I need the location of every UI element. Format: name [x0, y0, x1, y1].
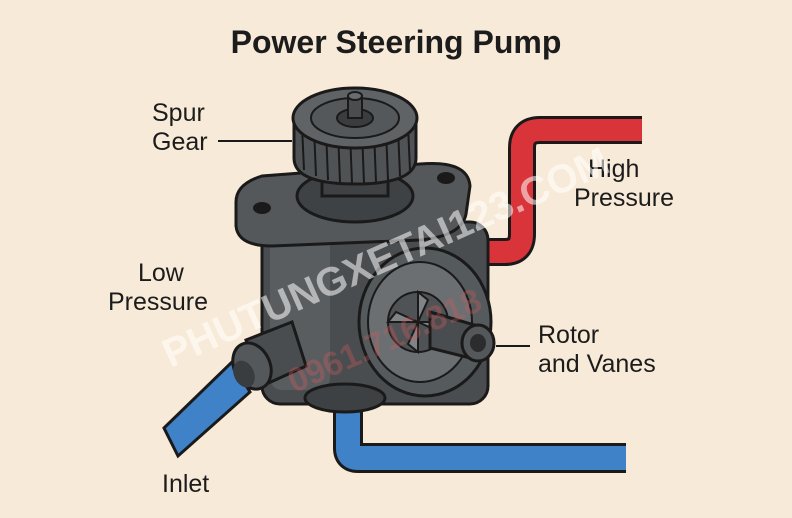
low-pressure-label-line-2: Pressure — [108, 288, 209, 316]
rotor-housing — [357, 246, 496, 398]
inlet-label: Inlet — [162, 470, 210, 498]
high-pressure-label-line-1: High — [588, 155, 640, 183]
spur-gear-label-line-1: Spur — [152, 99, 205, 127]
spur-gear-label: Spur Gear — [152, 99, 208, 157]
page-title: Power Steering Pump — [230, 24, 562, 60]
inlet-fitting — [231, 320, 308, 391]
rotor-vanes-label-line-1: Rotor — [538, 321, 600, 349]
high-pressure-label-line-2: Pressure — [574, 184, 675, 212]
spur-gear-label-line-2: Gear — [152, 128, 208, 156]
inlet-hose — [162, 359, 252, 459]
low-pressure-label: Low Pressure — [108, 259, 208, 317]
low-pressure-label-line-1: Low — [138, 259, 184, 287]
rotor-vanes-label: Rotor and Vanes — [538, 321, 656, 379]
spur-gear — [291, 86, 419, 198]
rotor-vanes-label-line-2: and Vanes — [538, 350, 656, 378]
high-pressure-label: High Pressure — [574, 155, 674, 213]
